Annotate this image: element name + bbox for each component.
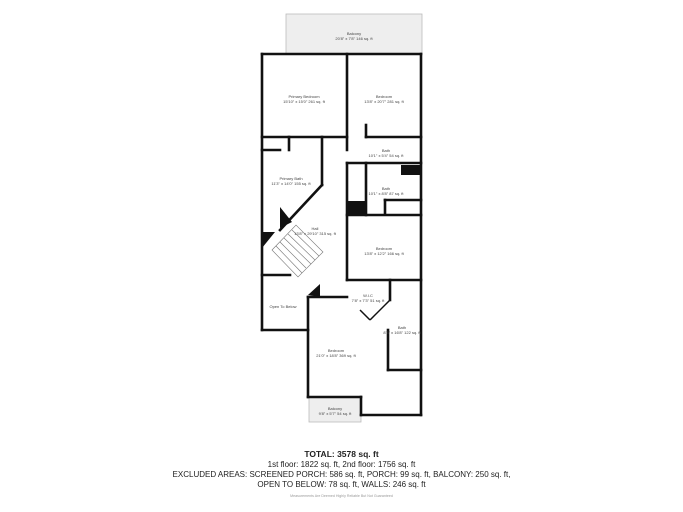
wall-block xyxy=(280,207,292,228)
room-dimensions: 10'1" x 8'8" 87 sq. ft xyxy=(368,191,404,196)
staircase xyxy=(271,224,324,278)
closet-block xyxy=(347,201,365,215)
room-dimensions: 13'8" x 20'7" 281 sq. ft xyxy=(364,99,404,104)
room-dimensions: 7'8" x 7'3" 51 sq. ft xyxy=(352,298,386,303)
room-name: Bedroom xyxy=(376,94,393,99)
room-dimensions: 13'8" x 29'10" 315 sq. ft xyxy=(294,231,337,236)
room-dimensions: 21'0" x 18'8" 369 sq. ft xyxy=(316,353,356,358)
room-name: Primary Bedroom xyxy=(288,94,320,99)
room-name: Bath xyxy=(382,186,390,191)
closet-block xyxy=(401,165,421,175)
room-name: Hall xyxy=(312,226,319,231)
room-name: Bath xyxy=(398,325,406,330)
room-name: W.I.C xyxy=(363,293,373,298)
room-name: Primary Bath xyxy=(279,176,302,181)
room-name: Bath xyxy=(382,148,390,153)
room-name: Bedroom xyxy=(376,246,393,251)
room-name: Open To Below xyxy=(269,304,296,309)
room-dimensions: 20'8" x 7'8" 146 sq. ft xyxy=(335,36,373,41)
room-dimensions: 15'10" x 15'0" 261 sq. ft xyxy=(283,99,326,104)
excluded-areas: EXCLUDED AREAS: SCREENED PORCH: 586 sq. … xyxy=(172,470,511,479)
walls xyxy=(260,52,423,417)
disclaimer: Measurements Are Deemed Highly Reliable … xyxy=(290,494,393,498)
wall-block xyxy=(262,232,275,248)
balcony-bottom xyxy=(308,396,362,423)
room-dimensions: 13'8" x 12'2" 166 sq. ft xyxy=(364,251,404,256)
floor-areas: 1st floor: 1822 sq. ft, 2nd floor: 1756 … xyxy=(267,460,416,469)
room-dimensions: 8'3" x 16'8" 122 sq. ft xyxy=(383,330,421,335)
room-name: Balcony xyxy=(328,406,342,411)
room-dimensions: 11'3" x 14'0" 155 sq. ft xyxy=(271,181,311,186)
room-name: Balcony xyxy=(347,31,361,36)
room-name: Bedroom xyxy=(328,348,345,353)
excluded-areas-cont: OPEN TO BELOW: 78 sq. ft, WALLS: 246 sq.… xyxy=(257,480,426,489)
room-dimensions: 9'8" x 5'7" 54 sq. ft xyxy=(319,411,353,416)
total-area: TOTAL: 3578 sq. ft xyxy=(304,449,379,459)
wall-block xyxy=(308,284,320,297)
room-dimensions: 10'1" x 5'4" 54 sq. ft xyxy=(368,153,404,158)
balcony-top xyxy=(285,13,423,55)
